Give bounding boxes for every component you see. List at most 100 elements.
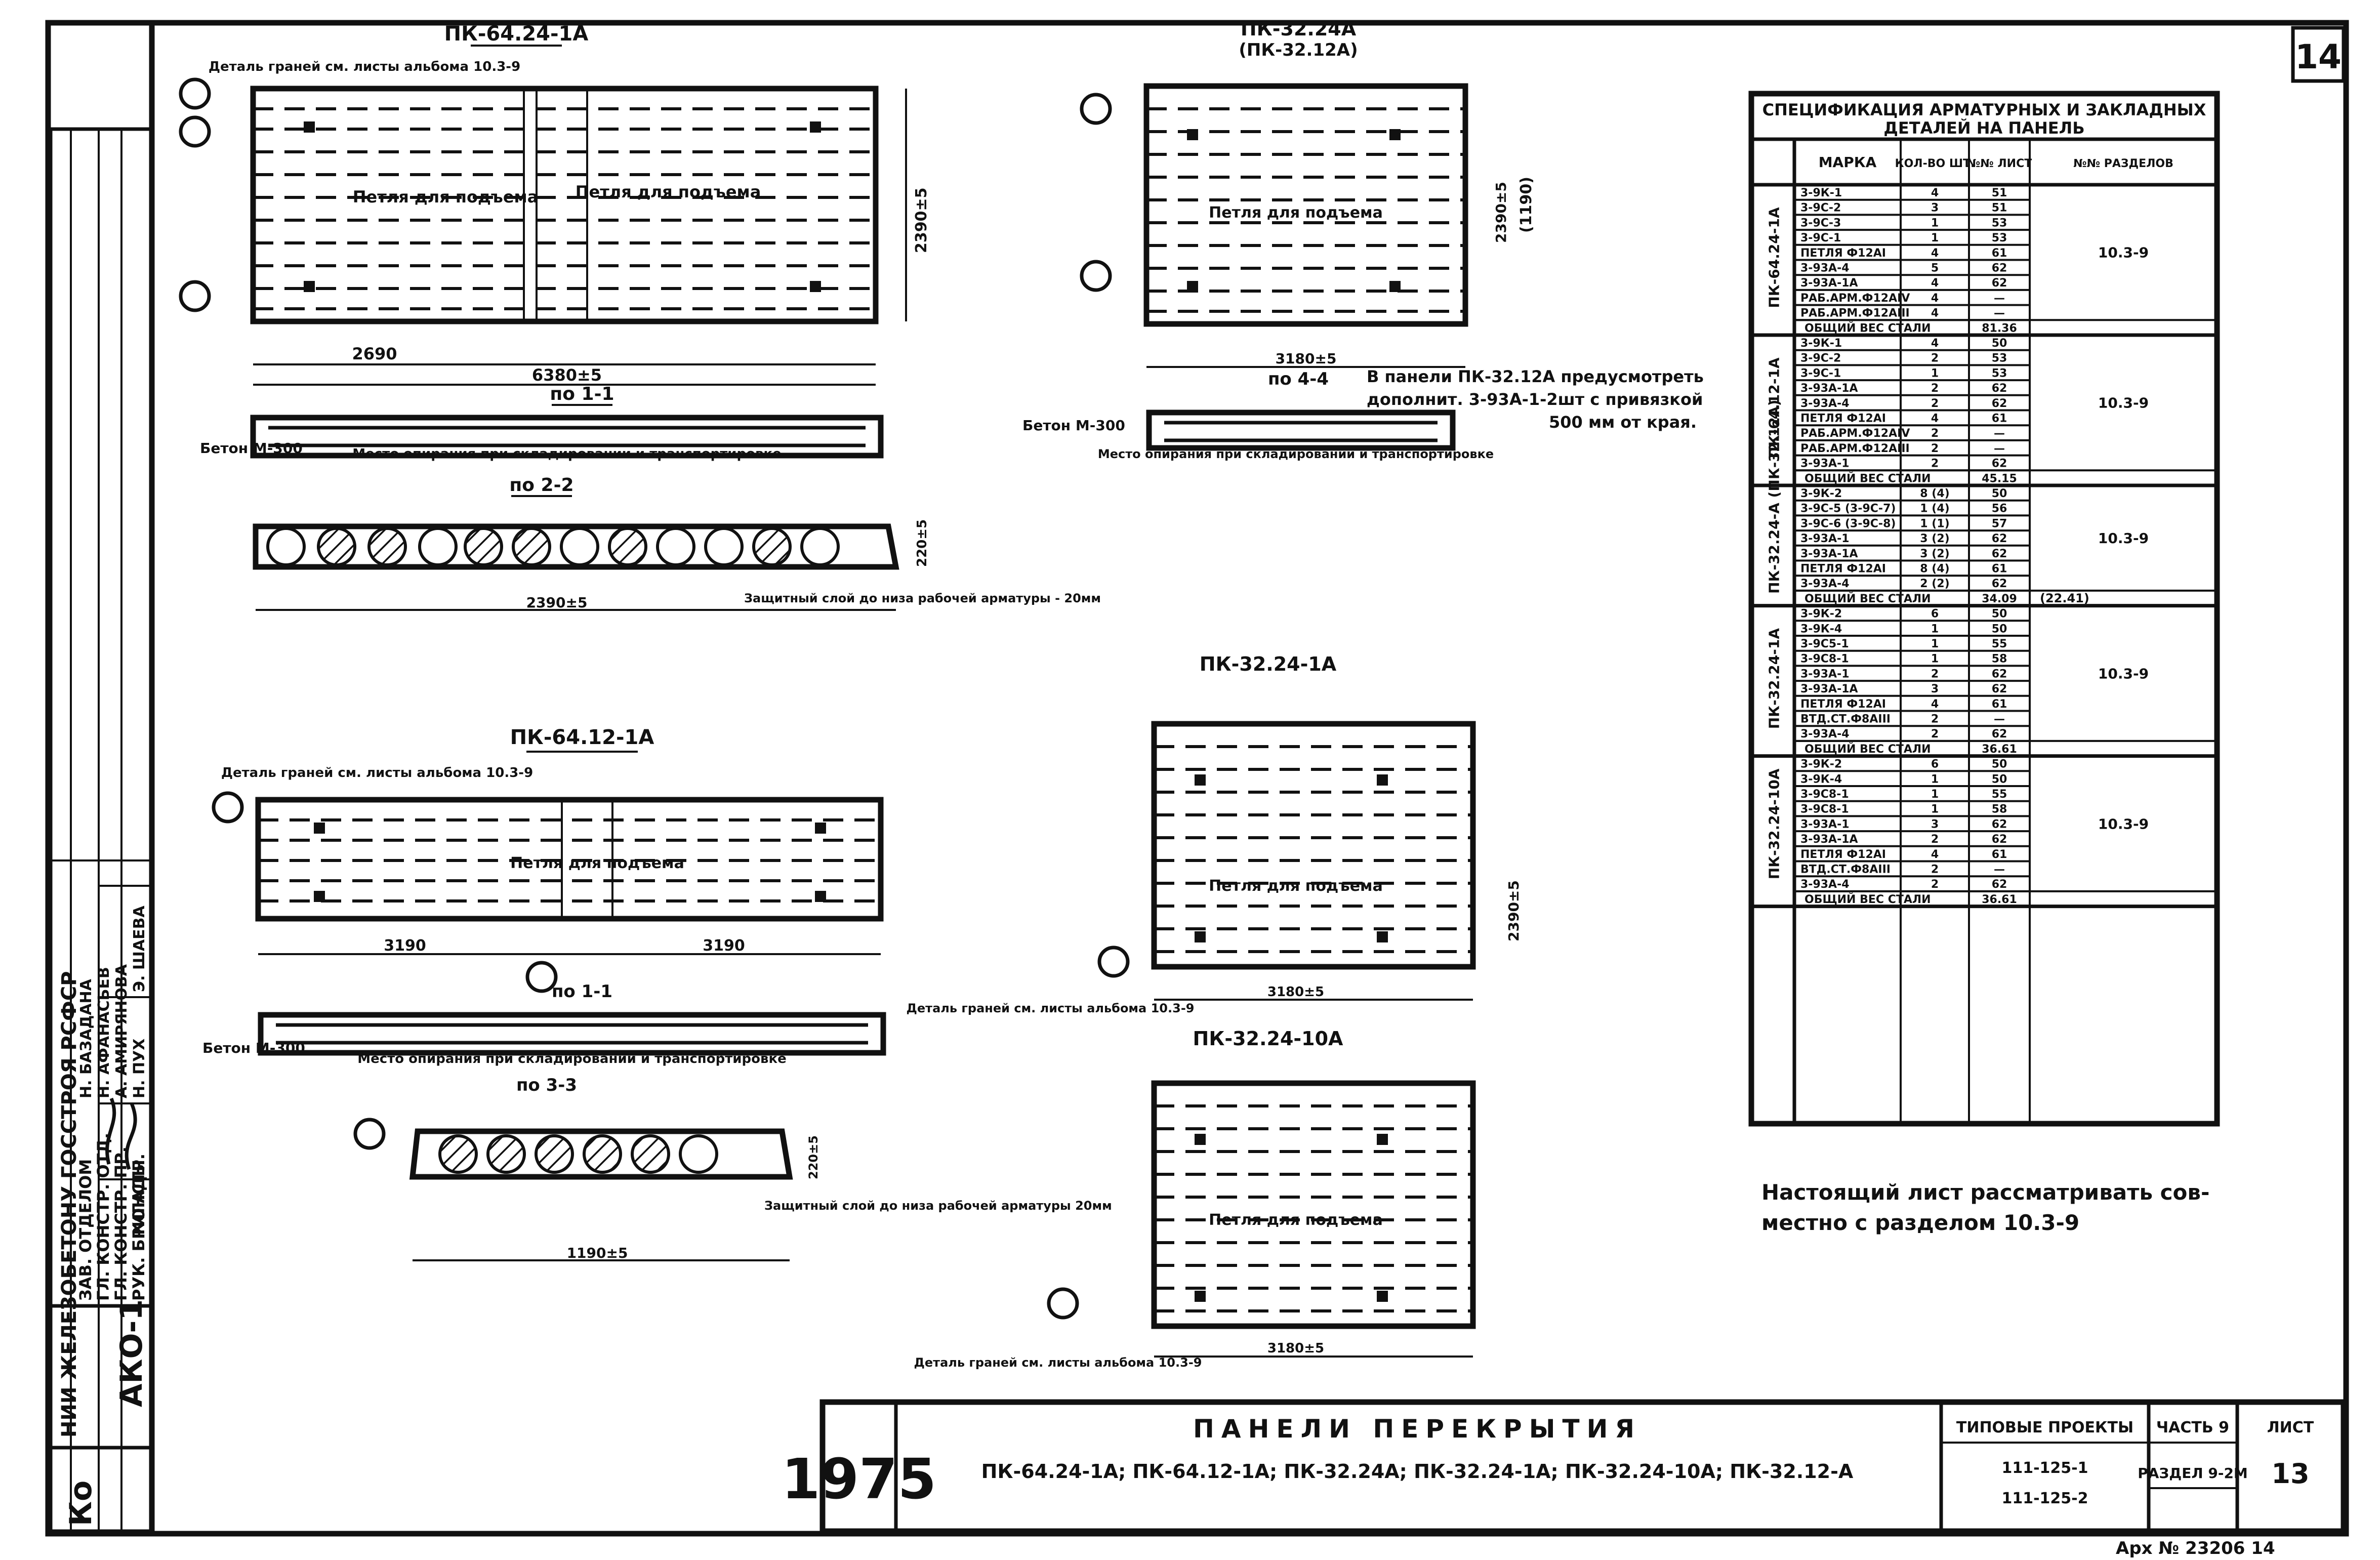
spec-cell-mark: 3-9С-3: [1800, 217, 1841, 229]
spec-cell-qty: 4: [1931, 277, 1939, 290]
spec-group-section: 10.3-9: [2098, 244, 2149, 261]
spec-cell-qty: 3: [1931, 818, 1939, 831]
spec-cell-mark: 3-93А-4: [1800, 262, 1850, 275]
spec-cell-sheet: —: [1994, 713, 2005, 726]
spec-cell-qty: 1: [1931, 803, 1939, 816]
spec-total-label: ОБЩИЙ ВЕС СТАЛИ: [1804, 592, 1931, 605]
name-5: Э. ШАЕВА: [131, 906, 148, 992]
spec-cell-qty: 1: [1931, 217, 1939, 229]
pk32-24a-place-label: Место опирания при складировании и транс…: [1098, 447, 1494, 461]
spec-total-value: 34.09: [1982, 593, 2017, 605]
spec-cell-sheet: 61: [1992, 247, 2007, 260]
pk64-12-place-label: Место опирания при складировании и транс…: [357, 1051, 786, 1066]
role-3: ГЛ. КОНСТР. ПР.: [111, 1146, 131, 1301]
spec-cell-mark: 3-93А-4: [1800, 728, 1850, 741]
sheet-label: ЛИСТ: [2267, 1419, 2314, 1436]
spec-group-section: 10.3-9: [2098, 815, 2149, 832]
spec-cell-qty: 1 (4): [1920, 503, 1949, 515]
spec-total-value: 45.15: [1982, 472, 2017, 485]
spec-cell-qty: 4: [1931, 848, 1939, 861]
spec-cell-sheet: 50: [1992, 608, 2007, 621]
spec-cell-mark: ПЕТЛЯ Ф12АI: [1800, 413, 1886, 425]
sheet-value: 13: [2271, 1458, 2309, 1490]
spec-cell-qty: 6: [1931, 758, 1939, 771]
spec-cell-sheet: —: [1994, 864, 2005, 876]
spec-cell-qty: 1: [1931, 367, 1939, 380]
series-label: ТИПОВЫЕ ПРОЕКТЫ: [1956, 1419, 2133, 1436]
spec-cell-mark: 3-9С8-1: [1800, 653, 1849, 666]
spec-cell-qty: 1 (1): [1920, 517, 1949, 530]
spec-cell-sheet: —: [1994, 427, 2005, 440]
spec-cell-qty: 2: [1931, 397, 1939, 410]
pk64-24-dim-h: 2390±5: [913, 187, 930, 253]
spec-cell-sheet: —: [1994, 307, 2005, 320]
spec-cell-mark: РАБ.АРМ.Ф12АIV: [1800, 427, 1910, 440]
spec-cell-qty: 3: [1931, 683, 1939, 695]
spec-cell-mark: 3-93А-4: [1800, 397, 1850, 410]
pk32-24a-loops-label: Петля для подъема: [1209, 204, 1383, 222]
spec-cell-qty: 4: [1931, 337, 1939, 350]
spec-cell-mark: 3-9К-4: [1800, 623, 1842, 635]
spec-total-label: ОБЩИЙ ВЕС СТАЛИ: [1804, 321, 1931, 335]
spec-cell-sheet: 62: [1992, 578, 2007, 590]
spec-cell-sheet: 50: [1992, 758, 2007, 771]
spec-cell-mark: 3-9С8-1: [1800, 788, 1849, 801]
spec-cell-qty: 4: [1931, 247, 1939, 260]
spec-group-section: 10.3-9: [2098, 530, 2149, 547]
part-label: ЧАСТЬ 9: [2156, 1419, 2229, 1436]
spec-group-panel: ПК-32.24-А (ПК-32.12А): [1766, 400, 1783, 594]
pk64-24-title: ПК-64.24-1А: [444, 22, 589, 46]
pk32-24-1-loops-label: Петля для подъема: [1209, 877, 1383, 895]
pk64-12-section-1-1: по 1-1: [552, 981, 612, 1002]
spec-cell-qty: 3 (2): [1920, 532, 1949, 545]
spec-total-label: ОБЩИЙ ВЕС СТАЛИ: [1804, 472, 1931, 485]
spec-cell-sheet: 50: [1992, 773, 2007, 786]
spec-cell-sheet: 61: [1992, 698, 2007, 711]
spec-cell-qty: 2: [1931, 728, 1939, 741]
spec-cell-sheet: 50: [1992, 623, 2007, 635]
drawing-title: ПАНЕЛИ ПЕРЕКРЫТИЯ: [1193, 1414, 1642, 1444]
spec-cell-sheet: 62: [1992, 668, 2007, 680]
spec-cell-qty: 2: [1931, 864, 1939, 876]
pk64-24-cover-label: Защитный слой до низа рабочей арматуры -…: [744, 591, 1101, 605]
pk32-24-1-title: ПК-32.24-1А: [1200, 653, 1337, 675]
spec-cell-sheet: 55: [1992, 638, 2007, 650]
archive-number: Арх № 23206 14: [2116, 1538, 2275, 1558]
pk64-12-dim-t: 220±5: [806, 1135, 820, 1179]
pk32-24a-dim-total: 3180±5: [1276, 350, 1337, 367]
pk32-24a-plan-outline: [1143, 83, 1468, 327]
section-pk64-24-2-2: по 2-2 2390±5 220±5 Защитный слой до низ…: [253, 475, 1101, 611]
pk64-12-loops-label: Петля для подъема: [510, 854, 684, 872]
spec-cell-qty: 8 (4): [1920, 487, 1949, 500]
pk64-12-dim-w: 1190±5: [567, 1245, 628, 1261]
pk32-24a-section: по 4-4: [1268, 369, 1329, 389]
pk64-24-section-2-2: по 2-2: [509, 475, 573, 496]
pk64-24-dim-t: 220±5: [915, 519, 930, 567]
name-2: Н. АФАНАСЬЕВ: [95, 967, 113, 1098]
role-2: ГЛ. КОНСТР. ОТД.: [94, 1133, 113, 1301]
spec-header-qty: КОЛ-ВО ШТ.: [1895, 157, 1975, 170]
section-pk64-12-3-3: по 3-3 1190±5 220±5 Защитный слой до низ…: [353, 1075, 1112, 1261]
spec-cell-mark: 3-9К-2: [1800, 758, 1842, 771]
spec-header-sheet: №№ ЛИСТ: [1967, 157, 2032, 170]
spec-cell-mark: 3-9К-1: [1800, 187, 1842, 199]
spec-cell-sheet: 62: [1992, 532, 2007, 545]
spec-cell-mark: 3-93А-4: [1800, 578, 1850, 590]
spec-group-panel: ПК-64.12-1А: [1766, 357, 1783, 459]
pk32-24a-title: ПК-32.24А: [1241, 18, 1357, 40]
spec-total-label: ОБЩИЙ ВЕС СТАЛИ: [1804, 893, 1931, 906]
general-note-line2: местно с разделом 10.3-9: [1761, 1210, 2079, 1235]
spec-cell-sheet: 62: [1992, 548, 2007, 560]
spec-cell-mark: РАБ.АРМ.Ф12АIV: [1800, 292, 1910, 305]
pk64-24-place-label: Место опирания при складировании и транс…: [352, 446, 781, 462]
spec-group-panel: ПК-64.24-1А: [1766, 207, 1783, 308]
spec-cell-mark: 3-93А-1: [1800, 532, 1850, 545]
spec-cell-mark: 3-9К-2: [1800, 487, 1842, 500]
spec-cell-qty: 1: [1931, 232, 1939, 244]
spec-cell-qty: 1: [1931, 788, 1939, 801]
spec-cell-mark: 3-9С-5 (3-9С-7): [1800, 503, 1896, 515]
spec-cell-sheet: 62: [1992, 818, 2007, 831]
spec-group-section: 10.3-9: [2098, 395, 2149, 412]
spec-cell-qty: 3 (2): [1920, 548, 1949, 560]
